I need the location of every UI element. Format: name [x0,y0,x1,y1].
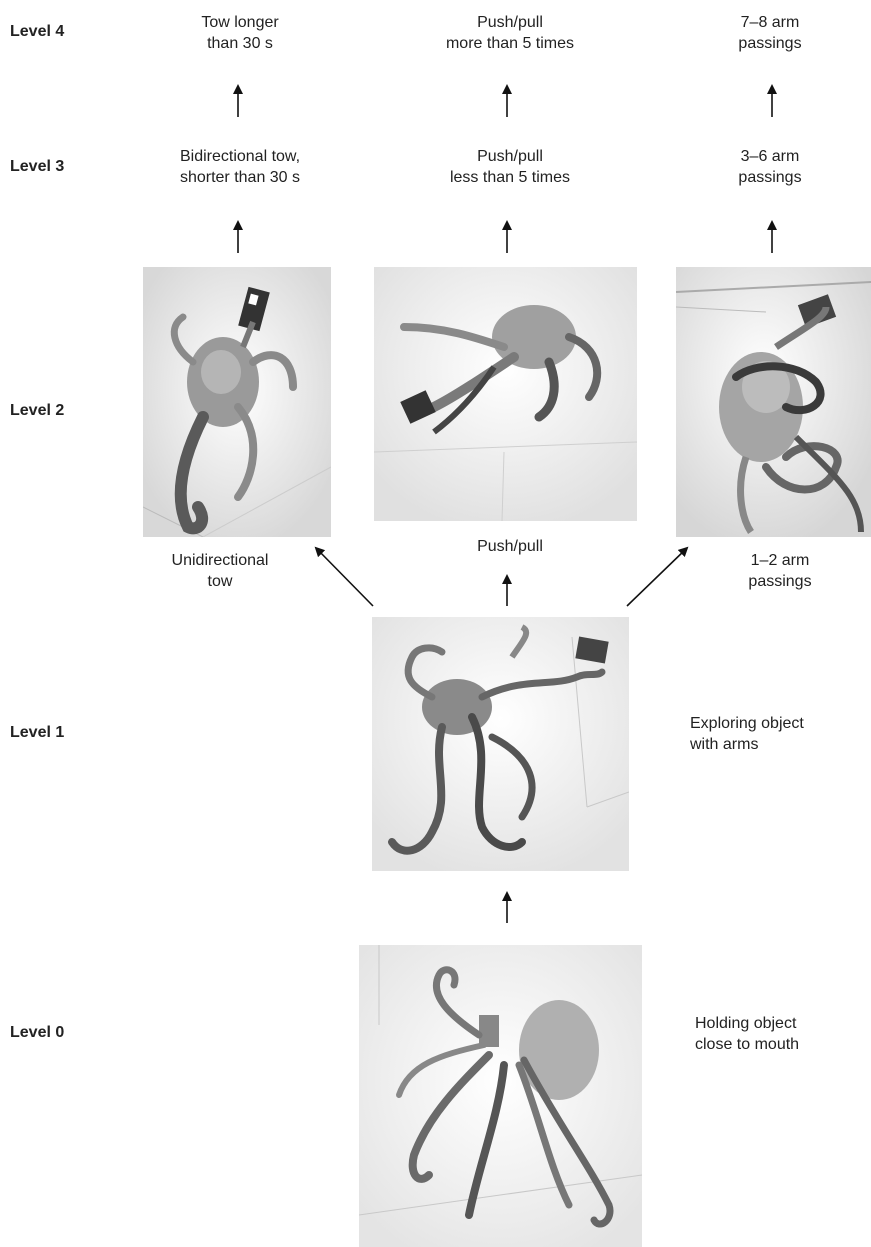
tow-level3-line1: Bidirectional tow, [140,146,340,167]
level-3-label: Level 3 [10,158,64,176]
push-level3-text: Push/pull less than 5 times [405,146,615,188]
arm-level3-text: 3–6 arm passings [690,146,850,188]
octopus-exploring-drawing [372,617,629,871]
octopus-holding-drawing [359,945,642,1247]
push-level4-text: Push/pull more than 5 times [405,12,615,54]
push-level2-line1: Push/pull [420,536,600,557]
tow-level4-line1: Tow longer [140,12,340,33]
arm-level2-text: 1–2 arm passings [700,550,860,592]
octopus-arm-passing-image [676,267,871,537]
level-1-label: Level 1 [10,724,64,742]
push-level3-line2: less than 5 times [405,167,615,188]
arrow-l1-arm [627,548,687,606]
tow-level2-line2: tow [130,571,310,592]
tow-level2-text: Unidirectional tow [130,550,310,592]
level-4-label: Level 4 [10,23,64,41]
octopus-holding-image [359,945,642,1247]
level1-description-line2: with arms [690,734,804,755]
octopus-push-pull-drawing [374,267,637,521]
push-level2-text: Push/pull [420,536,600,557]
arm-level4-line1: 7–8 arm [690,12,850,33]
arrow-l1-tow [316,548,373,606]
arm-level2-line2: passings [700,571,860,592]
level1-description-line1: Exploring object [690,713,804,734]
arm-level4-text: 7–8 arm passings [690,12,850,54]
push-level4-line2: more than 5 times [405,33,615,54]
level-0-label: Level 0 [10,1024,64,1042]
level-2-label: Level 2 [10,402,64,420]
arm-level3-line2: passings [690,167,850,188]
octopus-towing-drawing [143,267,331,537]
level0-description: Holding object close to mouth [695,1013,799,1055]
tow-level4-text: Tow longer than 30 s [140,12,340,54]
octopus-towing-image [143,267,331,537]
arm-level4-line2: passings [690,33,850,54]
tow-level2-line1: Unidirectional [130,550,310,571]
arm-level3-line1: 3–6 arm [690,146,850,167]
push-level3-line1: Push/pull [405,146,615,167]
octopus-push-pull-image [374,267,637,521]
level1-description: Exploring object with arms [690,713,804,755]
octopus-arm-passing-drawing [676,267,871,537]
octopus-exploring-image [372,617,629,871]
tow-level3-text: Bidirectional tow, shorter than 30 s [140,146,340,188]
push-level4-line1: Push/pull [405,12,615,33]
arm-level2-line1: 1–2 arm [700,550,860,571]
tow-level3-line2: shorter than 30 s [140,167,340,188]
level0-description-line1: Holding object [695,1013,799,1034]
tow-level4-line2: than 30 s [140,33,340,54]
level0-description-line2: close to mouth [695,1034,799,1055]
